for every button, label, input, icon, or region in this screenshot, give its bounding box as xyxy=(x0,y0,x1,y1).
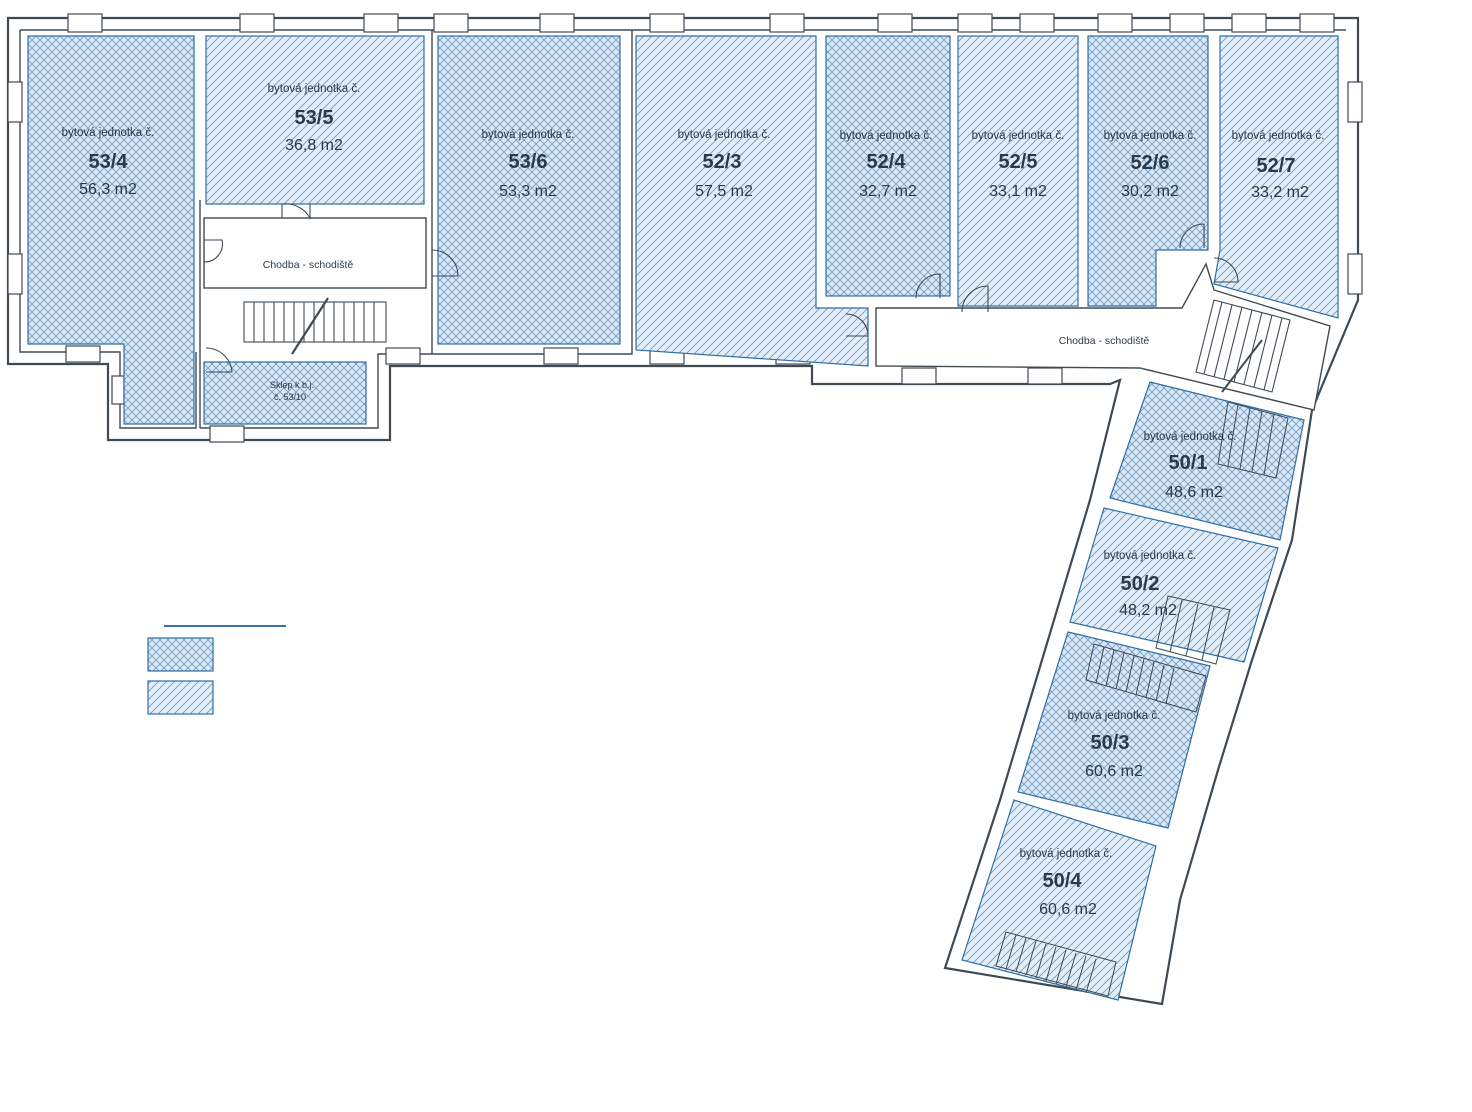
rooms-angled-wing xyxy=(961,381,1305,1001)
legend xyxy=(147,625,286,715)
stairs-50-3 xyxy=(1085,643,1207,713)
svg-text:48,2 m2: 48,2 m2 xyxy=(1119,602,1177,619)
label-53-5: bytová jednotka č. 53/5 36,8 m2 xyxy=(268,83,361,154)
svg-text:bytová jednotka č.: bytová jednotka č. xyxy=(1232,130,1325,142)
corridor-left xyxy=(203,217,427,289)
svg-text:48,6 m2: 48,6 m2 xyxy=(1165,484,1223,501)
staircase-left xyxy=(243,297,387,355)
svg-text:bytová jednotka č.: bytová jednotka č. xyxy=(62,127,155,139)
label-52-7: bytová jednotka č. 52/7 33,2 m2 xyxy=(1232,130,1325,201)
unit-labels: bytová jednotka č. 53/4 56,3 m2 bytová j… xyxy=(62,83,1325,918)
outer-wall-main-wing xyxy=(6,16,1360,1006)
windows-side xyxy=(7,81,1363,405)
room-53-6[interactable] xyxy=(437,35,621,345)
svg-text:52/3: 52/3 xyxy=(703,151,742,173)
door-53-6[interactable] xyxy=(431,249,459,277)
corridor-left-label: Chodba - schodiště xyxy=(263,259,354,271)
svg-text:bytová jednotka č.: bytová jednotka č. xyxy=(482,129,575,141)
label-52-4: bytová jednotka č. 52/4 32,7 m2 xyxy=(840,130,933,200)
svg-text:32,7 m2: 32,7 m2 xyxy=(859,183,917,200)
svg-text:50/2: 50/2 xyxy=(1121,573,1160,595)
label-52-6: bytová jednotka č. 52/6 30,2 m2 xyxy=(1104,130,1197,200)
svg-text:57,5 m2: 57,5 m2 xyxy=(695,183,753,200)
svg-text:Sklep k b.j.: Sklep k b.j. xyxy=(270,380,314,390)
stairs-50-2 xyxy=(1155,595,1231,665)
svg-text:53/6: 53/6 xyxy=(509,151,548,173)
svg-text:52/5: 52/5 xyxy=(999,151,1038,173)
svg-text:bytová jednotka č.: bytová jednotka č. xyxy=(1104,130,1197,142)
label-50-1: bytová jednotka č. 50/1 48,6 m2 xyxy=(1144,431,1237,501)
label-53-6: bytová jednotka č. 53/6 53,3 m2 xyxy=(482,129,575,200)
room-52-5[interactable] xyxy=(957,35,1079,307)
svg-text:52/7: 52/7 xyxy=(1257,155,1296,177)
door-52-7[interactable] xyxy=(1213,257,1239,283)
doors xyxy=(203,203,1239,373)
svg-text:bytová jednotka č.: bytová jednotka č. xyxy=(1144,431,1237,443)
legend-swatch-diag xyxy=(147,680,214,715)
svg-text:33,2 m2: 33,2 m2 xyxy=(1251,184,1309,201)
door-52-6[interactable] xyxy=(1179,223,1205,249)
door-52-4[interactable] xyxy=(915,273,941,299)
svg-text:50/3: 50/3 xyxy=(1091,732,1130,754)
svg-text:36,8 m2: 36,8 m2 xyxy=(285,137,343,154)
room-53-5[interactable] xyxy=(205,35,425,205)
svg-text:52/6: 52/6 xyxy=(1131,152,1170,174)
svg-text:bytová jednotka č.: bytová jednotka č. xyxy=(1104,550,1197,562)
label-53-4: bytová jednotka č. 53/4 56,3 m2 xyxy=(62,127,155,198)
rooms xyxy=(27,35,1339,425)
corridor-right-label: Chodba - schodiště xyxy=(1059,335,1150,347)
svg-text:53/5: 53/5 xyxy=(295,107,334,129)
svg-text:50/1: 50/1 xyxy=(1169,452,1208,474)
svg-text:bytová jednotka č.: bytová jednotka č. xyxy=(1068,710,1161,722)
corridor-labels: Chodba - schodiště Chodba - schodiště xyxy=(263,259,1150,347)
svg-text:bytová jednotka č.: bytová jednotka č. xyxy=(972,130,1065,142)
room-52-6[interactable] xyxy=(1087,35,1209,307)
svg-text:bytová jednotka č.: bytová jednotka č. xyxy=(1020,848,1113,860)
label-50-4: bytová jednotka č. 50/4 60,6 m2 xyxy=(1020,848,1113,918)
svg-text:50/4: 50/4 xyxy=(1043,870,1083,892)
legend-swatch-cross xyxy=(147,637,214,672)
door-left-corridor-west[interactable] xyxy=(203,239,223,263)
svg-text:53,3 m2: 53,3 m2 xyxy=(499,183,557,200)
svg-text:60,6 m2: 60,6 m2 xyxy=(1085,763,1143,780)
svg-text:30,2 m2: 30,2 m2 xyxy=(1121,183,1179,200)
unit-stairs xyxy=(995,401,1289,997)
door-53-5[interactable] xyxy=(281,203,311,221)
door-cellar[interactable] xyxy=(205,347,233,373)
door-52-3[interactable] xyxy=(845,313,869,337)
svg-text:52/4: 52/4 xyxy=(867,151,907,173)
svg-text:bytová jednotka č.: bytová jednotka č. xyxy=(678,129,771,141)
room-50-1[interactable] xyxy=(1109,381,1305,541)
room-52-4[interactable] xyxy=(825,35,951,297)
windows-top xyxy=(67,13,1335,33)
svg-text:33,1 m2: 33,1 m2 xyxy=(989,183,1047,200)
svg-text:60,6 m2: 60,6 m2 xyxy=(1039,901,1097,918)
svg-text:bytová jednotka č.: bytová jednotka č. xyxy=(268,83,361,95)
label-52-5: bytová jednotka č. 52/5 33,1 m2 xyxy=(972,130,1065,200)
stairs-50-1 xyxy=(1217,401,1289,479)
room-50-3[interactable] xyxy=(1017,631,1211,829)
svg-text:bytová jednotka č.: bytová jednotka č. xyxy=(840,130,933,142)
room-50-4[interactable] xyxy=(961,799,1157,1001)
door-52-5[interactable] xyxy=(961,285,989,313)
room-53-4[interactable] xyxy=(27,35,195,425)
room-52-7[interactable] xyxy=(1213,35,1339,319)
room-52-3[interactable] xyxy=(635,35,869,367)
cellar-label: Sklep k b.j. č. 53/10 xyxy=(270,380,314,402)
label-50-2: bytová jednotka č. 50/2 48,2 m2 xyxy=(1104,550,1197,619)
staircase-right xyxy=(1195,299,1291,393)
stairs-50-4 xyxy=(995,931,1117,997)
label-52-3: bytová jednotka č. 52/3 57,5 m2 xyxy=(678,129,771,200)
svg-text:č. 53/10: č. 53/10 xyxy=(274,392,306,402)
label-50-3: bytová jednotka č. 50/3 60,6 m2 xyxy=(1068,710,1161,780)
svg-text:53/4: 53/4 xyxy=(89,151,129,173)
svg-text:56,3 m2: 56,3 m2 xyxy=(79,181,137,198)
